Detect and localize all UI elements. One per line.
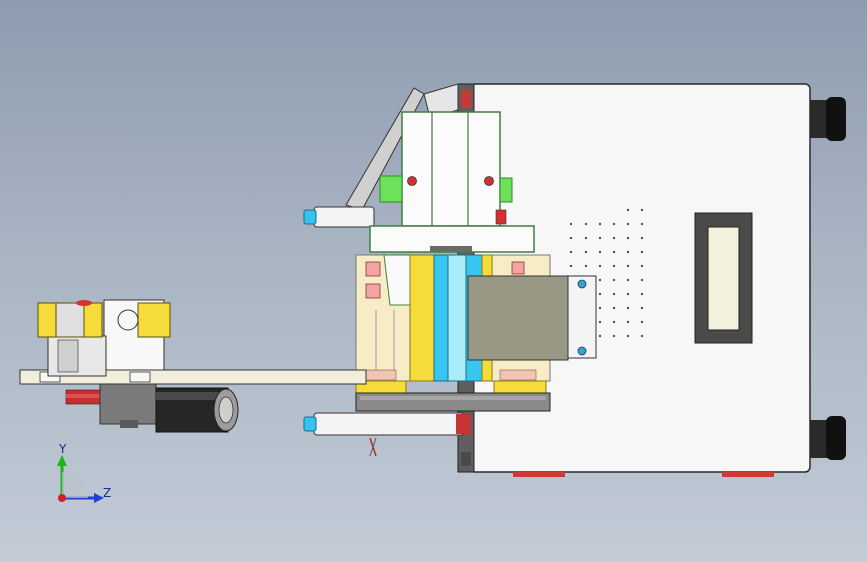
vent-hole bbox=[626, 334, 630, 338]
vent-hole bbox=[569, 236, 573, 240]
upper-rod bbox=[303, 206, 375, 228]
vent-hole bbox=[626, 236, 630, 240]
bottom-red-strip bbox=[722, 472, 774, 477]
vent-hole bbox=[612, 264, 616, 268]
red-bolt-icon bbox=[484, 176, 494, 186]
vent-hole bbox=[569, 250, 573, 254]
vent-hole bbox=[584, 264, 588, 268]
vent-hole bbox=[569, 264, 573, 268]
triad-z-label: Z bbox=[103, 486, 111, 500]
vent-hole bbox=[612, 320, 616, 324]
vent-hole bbox=[626, 222, 630, 226]
vent-hole bbox=[626, 264, 630, 268]
vent-hole bbox=[612, 292, 616, 296]
vent-hole bbox=[612, 222, 616, 226]
vent-hole bbox=[640, 334, 644, 338]
slide-assembly bbox=[355, 254, 597, 382]
vent-hole bbox=[584, 222, 588, 226]
vent-hole bbox=[626, 208, 630, 212]
cylinder-icon bbox=[155, 387, 239, 433]
vent-hole bbox=[584, 250, 588, 254]
triad-y-label: Y bbox=[58, 442, 67, 456]
vent-hole bbox=[598, 334, 602, 338]
vent-hole bbox=[640, 320, 644, 324]
vent-hole-grid bbox=[569, 208, 644, 338]
main-enclosure bbox=[469, 83, 811, 477]
display-window-icon bbox=[694, 212, 753, 344]
vent-hole bbox=[584, 236, 588, 240]
vent-hole bbox=[640, 306, 644, 310]
vent-hole bbox=[626, 292, 630, 296]
vent-hole bbox=[612, 250, 616, 254]
vent-hole bbox=[626, 278, 630, 282]
vent-hole bbox=[612, 236, 616, 240]
gripper-assembly bbox=[37, 299, 171, 428]
vent-hole bbox=[626, 320, 630, 324]
vent-hole bbox=[640, 292, 644, 296]
guide-bracket bbox=[369, 98, 535, 253]
vent-hole bbox=[626, 306, 630, 310]
red-bolt-icon bbox=[465, 98, 471, 104]
vent-hole bbox=[640, 222, 644, 226]
base-plate bbox=[355, 380, 551, 412]
vent-hole bbox=[640, 264, 644, 268]
blue-fitting-icon bbox=[303, 416, 317, 432]
red-bolt-icon bbox=[407, 176, 417, 186]
triad-axis-icon[interactable]: Y Z bbox=[57, 442, 111, 503]
vent-hole bbox=[640, 208, 644, 212]
red-bolt-icon bbox=[456, 414, 470, 434]
vent-hole bbox=[569, 222, 573, 226]
screw-icon bbox=[577, 279, 587, 289]
vent-hole bbox=[612, 334, 616, 338]
vent-hole bbox=[626, 250, 630, 254]
vent-hole bbox=[598, 236, 602, 240]
vent-hole bbox=[640, 250, 644, 254]
green-wing-icon bbox=[379, 175, 403, 203]
lower-rod bbox=[303, 412, 470, 457]
vent-hole bbox=[598, 264, 602, 268]
vent-hole bbox=[598, 278, 602, 282]
blue-fitting-icon bbox=[303, 209, 317, 225]
bottom-red-strip bbox=[513, 472, 565, 477]
vent-hole bbox=[598, 320, 602, 324]
vent-hole bbox=[598, 292, 602, 296]
green-wing-icon bbox=[499, 177, 513, 203]
vent-hole bbox=[598, 222, 602, 226]
vent-hole bbox=[640, 278, 644, 282]
rubber-foot-icon bbox=[810, 97, 846, 460]
vent-hole bbox=[612, 306, 616, 310]
vent-hole bbox=[612, 278, 616, 282]
vent-hole bbox=[598, 306, 602, 310]
screw-icon bbox=[577, 346, 587, 356]
vent-hole bbox=[598, 250, 602, 254]
vent-hole bbox=[640, 236, 644, 240]
